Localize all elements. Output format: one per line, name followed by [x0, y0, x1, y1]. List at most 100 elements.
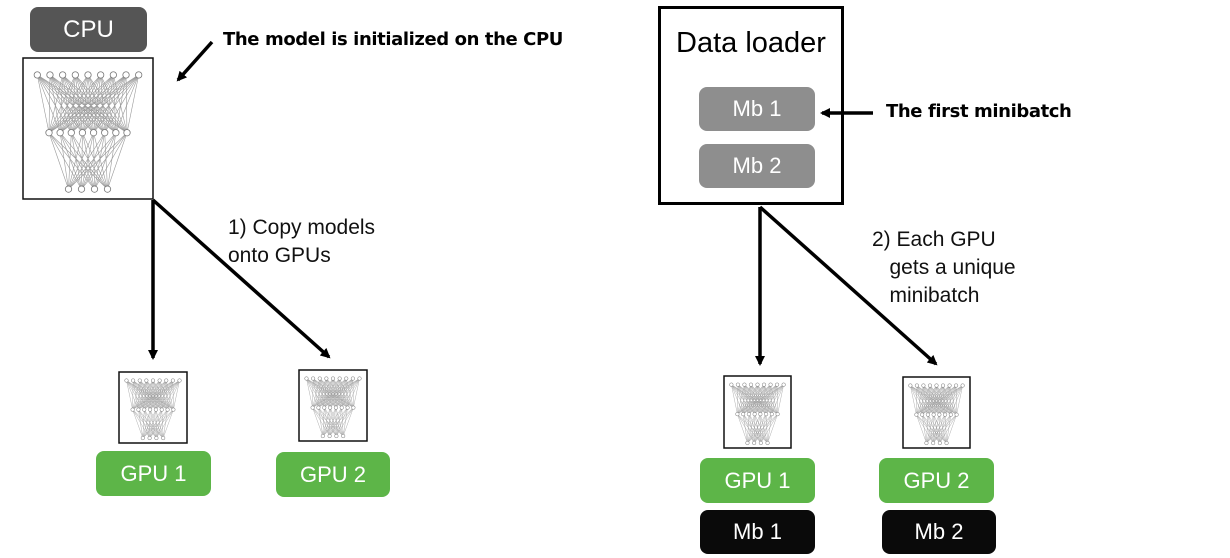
network-node: [311, 376, 316, 381]
network-edge: [306, 378, 337, 408]
network-node: [112, 129, 120, 137]
network-edge: [939, 414, 947, 444]
network-node: [350, 376, 355, 381]
network-edge: [107, 132, 128, 190]
network-edge: [923, 385, 934, 415]
network-edge: [132, 380, 134, 410]
network-edge: [921, 414, 927, 444]
network-edge: [312, 378, 331, 408]
network-edge: [737, 384, 784, 415]
network-edge: [126, 380, 133, 410]
network-edge: [132, 380, 139, 410]
copy-arrow-gpu2: [151, 198, 331, 359]
network-edge: [94, 132, 117, 190]
network-edge: [760, 384, 784, 415]
gpu1-badge: GPU 1: [96, 451, 211, 496]
network-edge: [950, 385, 963, 415]
network-edge: [144, 380, 167, 410]
network-node: [123, 129, 131, 137]
network-edge: [910, 385, 951, 415]
network-node: [960, 383, 965, 388]
network-edge: [910, 385, 923, 415]
network-edge: [149, 380, 160, 410]
network-edge: [132, 409, 143, 439]
network-edge: [322, 407, 354, 437]
network-edge: [59, 132, 69, 190]
network-node: [746, 412, 751, 417]
network-edge: [49, 74, 72, 133]
network-edge: [760, 414, 773, 444]
network-edge: [329, 378, 340, 408]
network-edge: [933, 385, 937, 415]
network-node: [764, 412, 769, 417]
gpu1-minibatch-badge: Mb 1: [700, 510, 815, 554]
network-edge: [926, 414, 952, 444]
network-node: [937, 412, 942, 417]
network-edge: [49, 74, 83, 133]
network-edge: [916, 385, 918, 415]
network-edge: [319, 378, 325, 408]
network-node: [150, 378, 156, 383]
gpu2-model-network-icon: [304, 376, 362, 439]
network-edge: [37, 74, 94, 133]
network-edge: [765, 384, 771, 415]
network-edge: [939, 414, 952, 444]
network-edge: [927, 385, 937, 415]
network-edge: [329, 407, 344, 437]
network-node: [775, 382, 780, 387]
network-edge: [747, 414, 750, 443]
network-edge: [916, 385, 929, 415]
network-edge: [319, 378, 337, 408]
network-edge: [731, 384, 755, 415]
network-node: [943, 412, 948, 417]
network-node: [908, 383, 913, 388]
network-node: [109, 71, 117, 79]
network-node: [344, 376, 349, 381]
network-edge: [312, 378, 320, 408]
network-edge: [139, 380, 174, 410]
network-edge: [754, 384, 771, 415]
network-edge: [104, 132, 108, 190]
network-node: [103, 185, 112, 193]
network-edge: [322, 407, 331, 437]
network-node: [144, 378, 149, 383]
network-edge: [329, 378, 334, 408]
network-edge: [149, 409, 162, 439]
network-edge: [748, 414, 768, 444]
network-edge: [324, 378, 334, 408]
network-edge: [932, 414, 952, 444]
network-edge: [748, 384, 758, 415]
network-edge: [324, 407, 330, 437]
network-edge: [329, 407, 354, 437]
network-edge: [335, 378, 340, 408]
network-edge: [731, 384, 761, 415]
network-edge: [144, 380, 180, 410]
network-edge: [142, 409, 162, 439]
network-edge: [921, 385, 937, 415]
network-edge: [142, 409, 168, 439]
network-edge: [754, 414, 762, 444]
network-node: [84, 71, 92, 79]
network-edge: [87, 74, 94, 133]
network-node: [170, 378, 175, 383]
network-node: [339, 405, 344, 410]
network-node: [758, 412, 763, 417]
network-edge: [326, 378, 331, 408]
network-edge: [163, 409, 174, 439]
network-edge: [94, 132, 128, 190]
network-node: [320, 433, 325, 439]
network-edge: [731, 384, 750, 415]
network-node: [324, 376, 329, 381]
network-edge: [318, 407, 323, 437]
network-node: [345, 405, 350, 410]
network-edge: [312, 378, 327, 408]
network-edge: [132, 380, 151, 410]
network-node: [71, 71, 79, 79]
network-edge: [939, 385, 950, 415]
network-edge: [48, 74, 101, 133]
network-edge: [760, 384, 771, 415]
network-edge: [936, 385, 940, 415]
network-edge: [125, 74, 128, 133]
network-edge: [48, 132, 69, 190]
network-edge: [742, 384, 771, 415]
